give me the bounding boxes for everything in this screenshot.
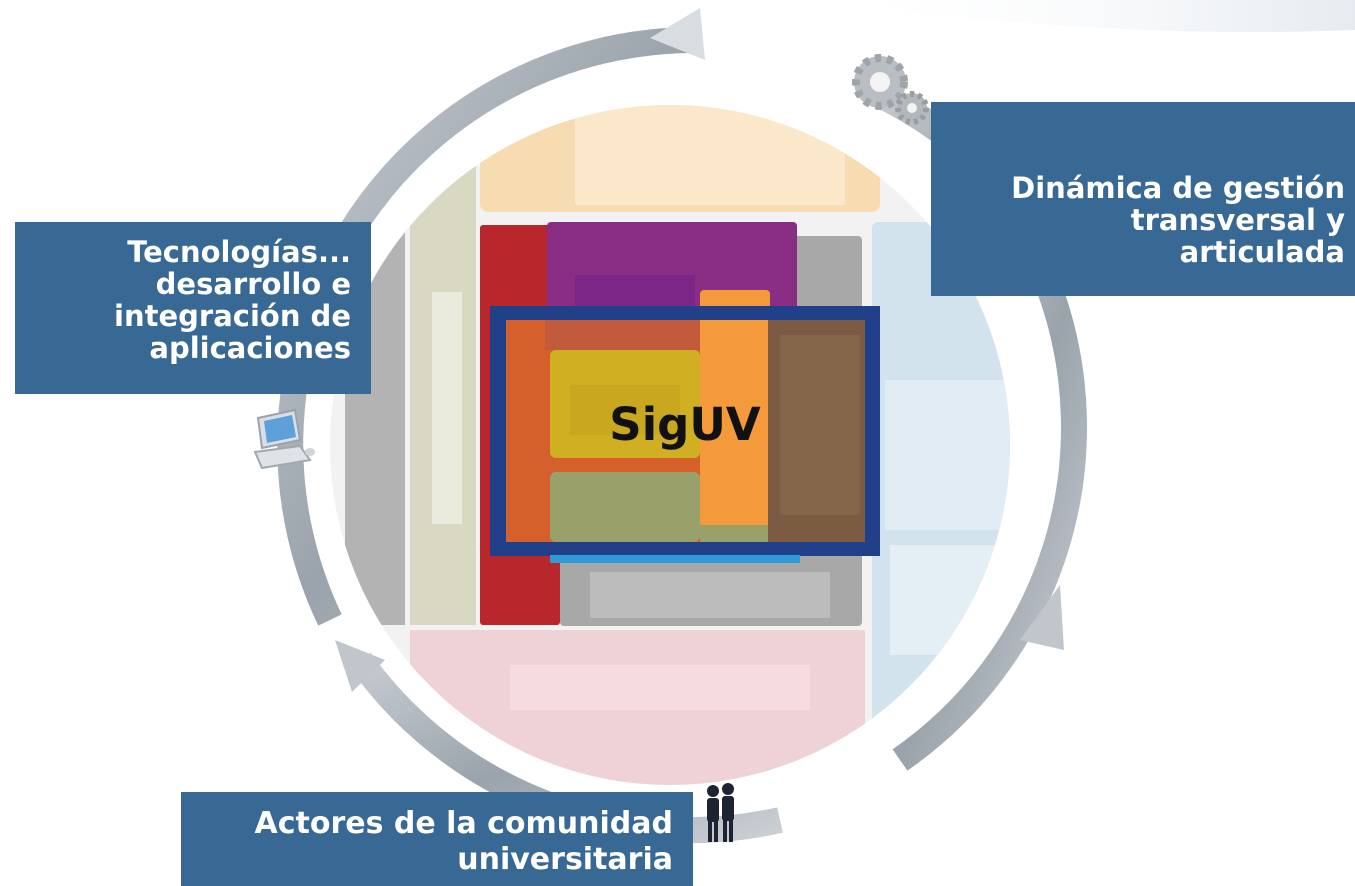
- ring-arrowhead-left: [335, 640, 385, 692]
- label-tecnologias-line: aplicaciones: [149, 331, 351, 365]
- label-tecnologias-line: integración de: [114, 299, 351, 333]
- label-dinamica-line: transversal y: [1130, 203, 1345, 237]
- ring-arrowhead-top: [650, 8, 705, 60]
- label-actores-line: universitaria: [457, 842, 673, 877]
- gears-icon: [852, 54, 929, 125]
- blue-strip: [550, 555, 800, 563]
- label-dinamica: Dinámica de gestión transversal y articu…: [931, 102, 1355, 296]
- label-tecnologias: Tecnologías... desarrollo e integración …: [15, 222, 371, 394]
- siguv-center-label: SigUV: [609, 398, 761, 451]
- label-dinamica-line: Dinámica de gestión: [1011, 171, 1345, 205]
- label-tecnologias-line: Tecnologías...: [127, 235, 351, 269]
- label-actores-line: Actores de la comunidad: [254, 806, 673, 841]
- people-icon: [707, 783, 734, 842]
- label-dinamica-line: articulada: [1179, 235, 1345, 269]
- background-swoosh: [820, 0, 1355, 32]
- label-actores: Actores de la comunidad universitaria: [181, 792, 693, 886]
- computer-icon: [253, 408, 315, 470]
- olive-block: [550, 472, 700, 542]
- label-tecnologias-line: desarrollo e: [155, 267, 351, 301]
- ring-arrowhead-right: [1020, 585, 1064, 650]
- orange-bar-inner: [700, 320, 768, 525]
